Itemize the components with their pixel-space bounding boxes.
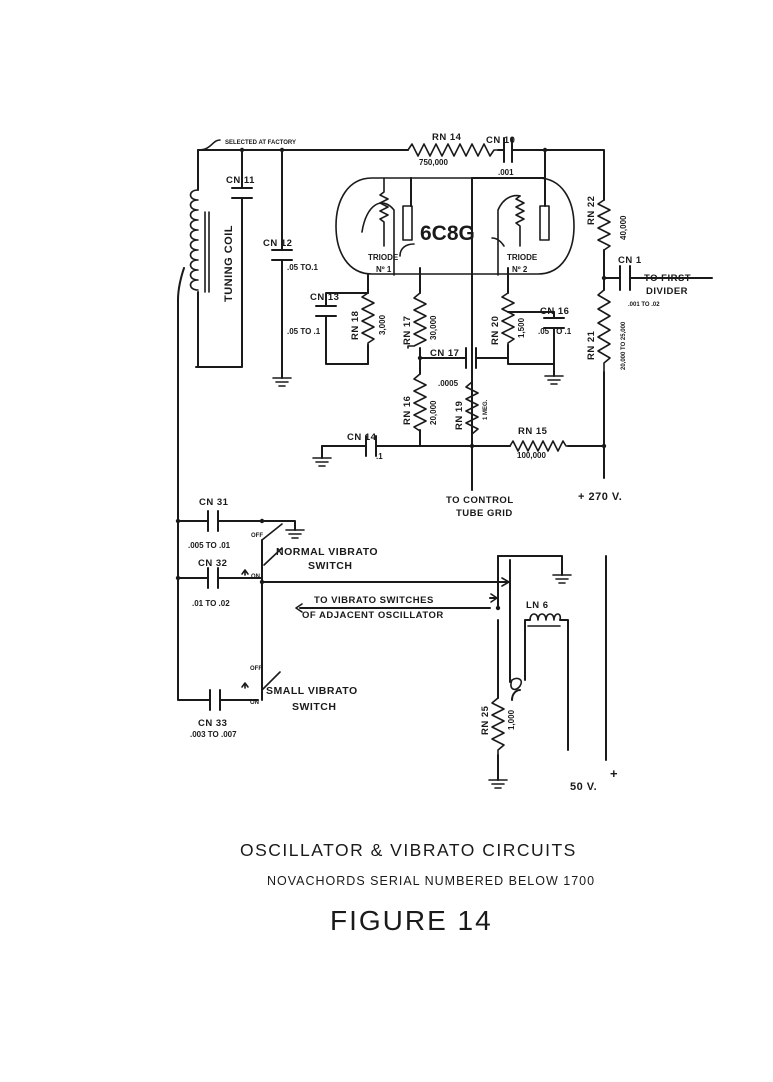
label-rn14: RN 14: [432, 132, 462, 143]
capacitors: [207, 137, 631, 711]
value-cn12: .05 TO.1: [287, 263, 319, 272]
junction-dots: [175, 147, 607, 611]
label-ln6: LN 6: [526, 600, 549, 611]
value-rn25: 1,000: [507, 709, 516, 730]
resistors: [361, 143, 611, 756]
label-triode-2: TRIODE: [507, 253, 538, 262]
label-small-vibrato: SMALL VIBRATO: [266, 685, 358, 697]
value-cn10: .001: [498, 168, 514, 177]
figure-number: FIGURE 14: [330, 905, 493, 936]
label-normal-vibrato: NORMAL VIBRATO: [276, 546, 378, 558]
label-selected-at-factory: SELECTED AT FACTORY: [225, 140, 296, 146]
label-switch-1: SWITCH: [308, 560, 352, 572]
label-to-vibrato-switches: TO VIBRATO SWITCHES: [314, 595, 434, 606]
value-cn32: .01 TO .02: [192, 599, 230, 608]
label-on-2: ON: [250, 700, 259, 706]
value-rn16: 20,000: [429, 400, 438, 425]
value-rn18: 3,000: [378, 314, 387, 335]
label-of-adjacent-oscillator: OF ADJACENT OSCILLATOR: [302, 610, 444, 621]
label-to-first: TO FIRST: [644, 273, 691, 284]
value-cn17: .0005: [438, 379, 459, 388]
caption-title: OSCILLATOR & VIBRATO CIRCUITS: [240, 840, 577, 860]
label-cn10: CN 10: [486, 135, 515, 146]
component-labels: SELECTED AT FACTORY CN 11 TUNING COIL CN…: [188, 132, 691, 793]
value-rn20: 1,500: [517, 317, 526, 338]
value-cn14: .1: [376, 452, 383, 461]
label-plus-270v: + 270 V.: [578, 491, 622, 503]
value-rn22: 40,000: [619, 215, 628, 240]
value-cn31: .005 TO .01: [188, 541, 231, 550]
label-off-2: OFF: [250, 666, 262, 672]
value-cn1: .001 TO .02: [628, 302, 660, 308]
label-tube-grid: TUBE GRID: [456, 508, 513, 519]
label-cn1: CN 1: [618, 255, 642, 266]
switches: [241, 523, 510, 691]
tuning-coil: [189, 139, 221, 293]
label-50v: 50 V.: [570, 781, 597, 793]
label-rn22: RN 22: [586, 196, 597, 225]
label-tuning-coil: TUNING COIL: [223, 225, 235, 302]
value-cn33: .003 TO .007: [190, 730, 237, 739]
label-rn20: RN 20: [490, 316, 501, 345]
label-divider: DIVIDER: [646, 286, 688, 297]
label-on-1: ON: [251, 574, 260, 580]
label-rn18: RN 18: [350, 311, 361, 340]
value-rn17: 30,000: [429, 315, 438, 340]
label-cn14: CN 14: [347, 432, 377, 443]
label-plus-terminal: +: [610, 766, 618, 781]
tube-type-label: 6C8G: [420, 222, 475, 245]
label-cn13: CN 13: [310, 292, 339, 303]
vacuum-tube-6c8g: [335, 177, 575, 276]
label-cn31: CN 31: [199, 497, 229, 508]
caption: OSCILLATOR & VIBRATO CIRCUITS NOVACHORDS…: [240, 840, 595, 936]
label-off-1: OFF: [251, 533, 263, 539]
label-triode-1-no: Nº 1: [376, 265, 392, 274]
value-rn21: 20,000 TO 25,000: [621, 321, 627, 370]
caption-subtitle: NOVACHORDS SERIAL NUMBERED BELOW 1700: [267, 874, 595, 888]
label-to-control: TO CONTROL: [446, 495, 514, 506]
label-cn16: CN 16: [540, 306, 569, 317]
label-switch-2: SWITCH: [292, 701, 336, 713]
label-rn16: RN 16: [402, 396, 413, 425]
value-rn19: 1 MEG.: [483, 399, 489, 420]
label-cn11: CN 11: [226, 175, 255, 186]
label-rn25: RN 25: [480, 705, 491, 735]
label-rn19: RN 19: [454, 401, 465, 430]
ground-symbols: [272, 375, 572, 789]
label-triode-1: TRIODE: [368, 253, 399, 262]
label-cn32: CN 32: [198, 558, 227, 569]
value-rn14: 750,000: [419, 158, 448, 167]
value-cn16: .05 TO .1: [538, 327, 572, 336]
label-cn33: CN 33: [198, 718, 227, 729]
value-cn13: .05 TO .1: [287, 327, 321, 336]
label-rn21: RN 21: [586, 330, 597, 360]
label-cn12: CN 12: [263, 238, 292, 249]
label-rn17: RN 17: [402, 316, 413, 345]
label-cn17: CN 17: [430, 348, 459, 359]
label-rn15: RN 15: [518, 426, 548, 437]
value-rn15: 100,000: [517, 451, 546, 460]
ln6-inductor: [510, 613, 562, 691]
label-triode-2-no: Nº 2: [512, 265, 528, 274]
